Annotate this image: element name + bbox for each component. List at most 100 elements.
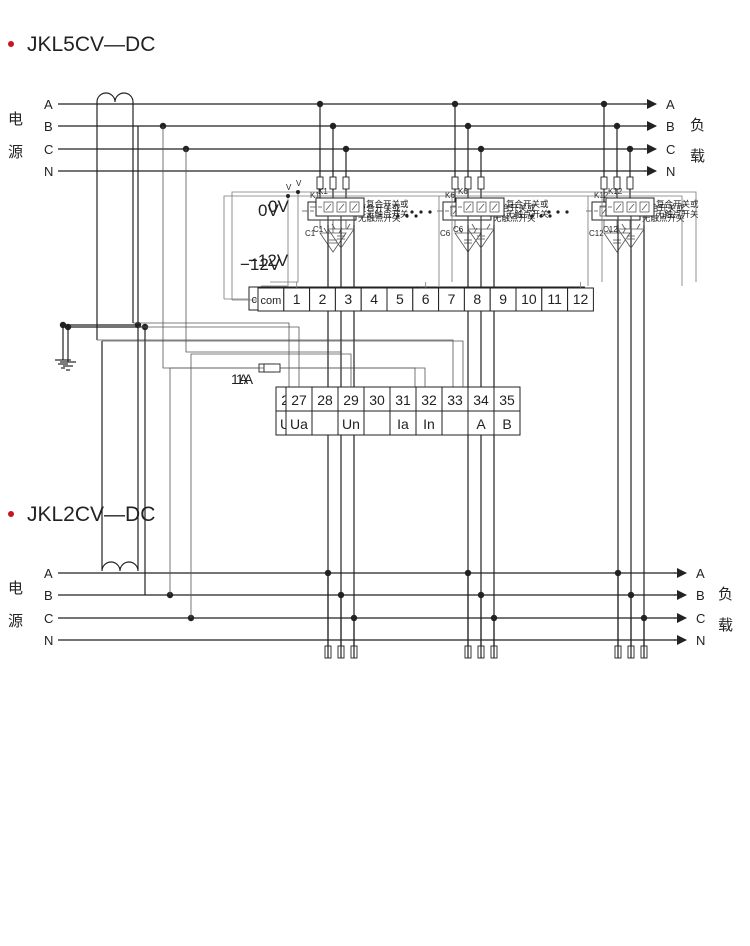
terminal-signal: Un [342, 416, 360, 432]
phase-label: A [44, 97, 53, 112]
load-label: 负 [690, 116, 705, 134]
neg-volt-label: −12V [240, 255, 281, 274]
k-label: K12 [594, 191, 609, 200]
terminal-cell [493, 410, 521, 436]
junction-dot [548, 214, 552, 218]
switch-note: 无触点开关 [493, 213, 536, 224]
terminal-signal: B [502, 416, 511, 432]
neg-volt-label: −12V [248, 251, 289, 270]
terminal-number: 32 [421, 392, 437, 408]
switch-module-icon [455, 197, 505, 217]
diagram-title: JKL2CV—DC [27, 503, 155, 526]
load-label: 负 [718, 585, 733, 603]
fuse-icon [477, 176, 485, 190]
junction-dot [428, 210, 432, 214]
phase-label: B [666, 119, 675, 134]
terminal-cell [441, 410, 469, 436]
ct-resistor-icon [263, 363, 281, 373]
zero-volt-label: 0V [258, 201, 279, 220]
switch-contact [463, 201, 474, 213]
ground-icon [60, 361, 76, 371]
terminal-signal: Ua [290, 416, 308, 432]
phase-label: B [696, 588, 705, 603]
switch-contact-line [615, 203, 622, 211]
junction-dot [414, 214, 418, 218]
current-transformer-icon [96, 92, 134, 340]
switch-contact-line [465, 203, 472, 211]
terminal-label: 5 [396, 291, 404, 307]
terminal-label: 11 [547, 291, 562, 307]
c-label: C1 [305, 229, 316, 238]
switch-contact-line [628, 203, 635, 211]
zero-volt-label: 0V [268, 197, 289, 216]
terminal-signal: In [423, 416, 435, 432]
phase-label: N [696, 633, 705, 648]
switch-contact-line [478, 203, 485, 211]
terminal-signal: Ia [397, 416, 409, 432]
power-label: 电 [8, 579, 23, 597]
power-label: 电 [8, 110, 23, 128]
fuse-icon [329, 176, 337, 190]
terminal-cell [285, 386, 313, 412]
power-label: 源 [8, 143, 23, 161]
junction-dot [405, 214, 409, 218]
ct-wire [275, 367, 416, 387]
terminal-signal: A [476, 416, 486, 432]
phase-label: A [666, 97, 675, 112]
terminal-number: 31 [395, 392, 411, 408]
switch-note: 无触点开关 [506, 209, 549, 220]
ct-label: 1A [236, 371, 254, 387]
terminal-cell [311, 410, 339, 436]
current-transformer-icon [101, 327, 139, 572]
fuse-icon [342, 176, 350, 190]
fuse-icon [600, 176, 608, 190]
terminal-cell [363, 410, 391, 436]
c-label: C6 [453, 225, 464, 234]
control-frame [231, 191, 697, 300]
control-frame [223, 195, 683, 299]
terminal-number: 27 [291, 392, 307, 408]
capacitor-bank-icon [467, 223, 495, 249]
load-label: 载 [690, 147, 705, 165]
voltage-wire [169, 367, 264, 595]
junction-dot [410, 210, 414, 214]
c-label: C1 [313, 225, 324, 234]
terminal-number: 30 [369, 392, 385, 408]
terminal-label: 12 [573, 291, 589, 307]
phase-label: N [666, 164, 675, 179]
c-label: C12 [589, 229, 604, 238]
voltage-wire [133, 322, 290, 387]
terminal-number: 34 [473, 392, 489, 408]
switch-module-icon [605, 197, 655, 217]
capacitor-bank-icon [319, 227, 347, 253]
ct-return-wire [102, 340, 464, 387]
terminal-label: 2 [319, 291, 327, 307]
junction-dot [530, 214, 534, 218]
bullet-icon [8, 511, 14, 517]
cap-lead [323, 227, 328, 234]
switch-note: 无触点开关 [642, 213, 685, 224]
phase-label: A [44, 566, 53, 581]
switch-box [315, 197, 365, 217]
switch-contact-line [325, 203, 332, 211]
switch-contact-line [641, 203, 648, 211]
ct-label: 1A [231, 371, 249, 387]
phase-label: N [44, 633, 53, 648]
k-label: K1 [310, 191, 320, 200]
cap-lead [331, 223, 336, 230]
delta-triangle [603, 232, 631, 253]
ct-wire [280, 367, 426, 387]
cap-lead [458, 227, 463, 234]
fuse-icon [626, 176, 634, 190]
switch-contact-line [351, 203, 358, 211]
terminal-label: 1 [293, 291, 301, 307]
voltage-wire [190, 353, 352, 618]
k-label: K1 [318, 187, 328, 196]
terminal-cell [311, 386, 339, 412]
junction-dot [296, 190, 300, 194]
terminal-label: 4 [370, 291, 378, 307]
phase-label: C [44, 611, 53, 626]
switch-contact [336, 201, 347, 213]
